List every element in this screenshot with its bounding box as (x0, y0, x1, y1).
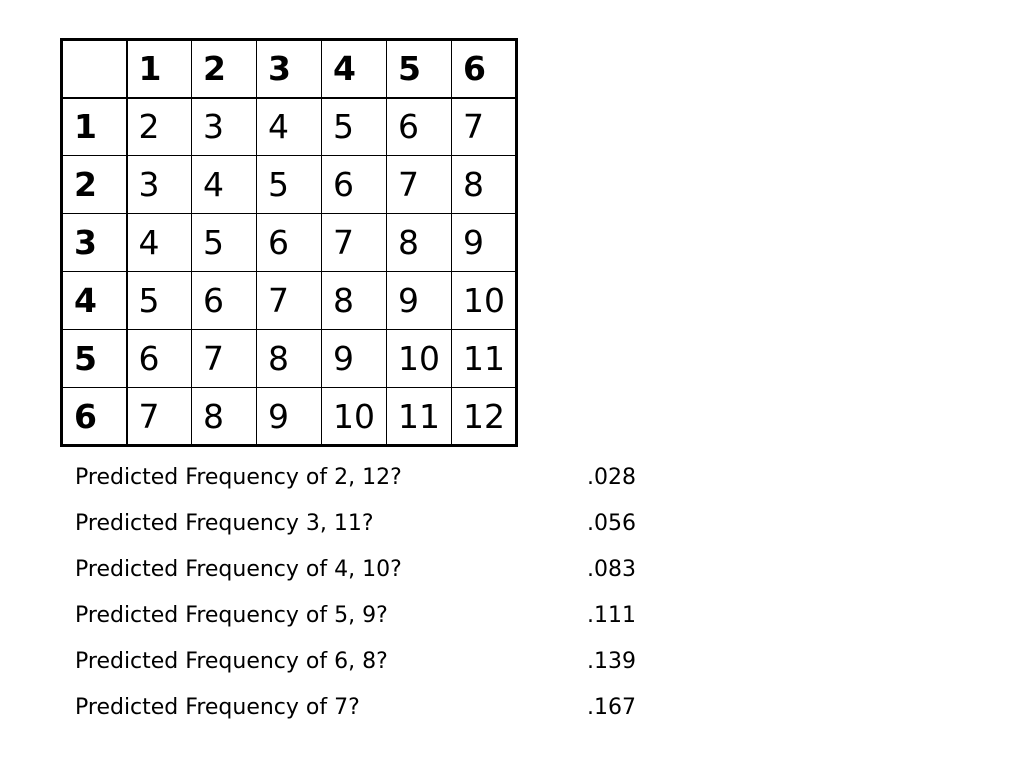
table-cell: 6 (191, 271, 257, 330)
frequency-question: Predicted Frequency of 5, 9? (75, 603, 388, 628)
frequency-value: .139 (587, 649, 636, 674)
frequency-question: Predicted Frequency of 6, 8? (75, 649, 388, 674)
column-header: 2 (191, 39, 257, 99)
table-cell: 4 (126, 213, 192, 272)
frequency-question: Predicted Frequency of 2, 12? (75, 465, 402, 490)
table-cell: 8 (321, 271, 387, 330)
column-header: 5 (386, 39, 452, 99)
table-cell: 5 (256, 155, 322, 214)
frequency-value: .028 (587, 465, 636, 490)
frequency-value: .083 (587, 557, 636, 582)
table-cell: 11 (386, 387, 452, 446)
table-cell: 9 (256, 387, 322, 446)
frequency-question: Predicted Frequency of 4, 10? (75, 557, 402, 582)
table-row: 3 4 5 6 7 8 9 (61, 213, 517, 272)
frequency-row: Predicted Frequency of 6, 8? .139 (75, 642, 675, 688)
table-row: 2 3 4 5 6 7 8 (61, 155, 517, 214)
table-cell: 8 (451, 155, 517, 214)
frequency-row: Predicted Frequency of 5, 9? .111 (75, 596, 675, 642)
table-cell: 5 (191, 213, 257, 272)
table-cell: 6 (256, 213, 322, 272)
row-header: 1 (61, 97, 128, 156)
table-cell: 4 (191, 155, 257, 214)
table-cell: 8 (386, 213, 452, 272)
row-header: 2 (61, 155, 128, 214)
row-header: 5 (61, 329, 128, 388)
table-cell: 8 (191, 387, 257, 446)
table-row: 1 2 3 4 5 6 7 (61, 97, 517, 156)
table-cell: 6 (386, 97, 452, 156)
table-row: 5 6 7 8 9 10 11 (61, 329, 517, 388)
table-cell: 10 (451, 271, 517, 330)
table-cell: 3 (126, 155, 192, 214)
predicted-frequency-list: Predicted Frequency of 2, 12? .028 Predi… (75, 458, 675, 734)
table-cell: 5 (321, 97, 387, 156)
frequency-row: Predicted Frequency 3, 11? .056 (75, 504, 675, 550)
frequency-row: Predicted Frequency of 4, 10? .083 (75, 550, 675, 596)
frequency-question: Predicted Frequency of 7? (75, 695, 360, 720)
table-row: 6 7 8 9 10 11 12 (61, 387, 517, 446)
table-cell: 9 (451, 213, 517, 272)
table-cell: 9 (386, 271, 452, 330)
frequency-value: .111 (587, 603, 636, 628)
row-header: 6 (61, 387, 128, 446)
table-cell: 7 (451, 97, 517, 156)
table-corner-cell (61, 39, 128, 99)
table-cell: 7 (386, 155, 452, 214)
frequency-value: .167 (587, 695, 636, 720)
table-cell: 6 (321, 155, 387, 214)
table-cell: 10 (386, 329, 452, 388)
column-header: 1 (126, 39, 192, 99)
table-cell: 8 (256, 329, 322, 388)
table-cell: 7 (321, 213, 387, 272)
table-cell: 12 (451, 387, 517, 446)
table-cell: 7 (126, 387, 192, 446)
column-header: 3 (256, 39, 322, 99)
frequency-row: Predicted Frequency of 7? .167 (75, 688, 675, 734)
table-cell: 2 (126, 97, 192, 156)
row-header: 4 (61, 271, 128, 330)
table-cell: 3 (191, 97, 257, 156)
column-header: 6 (451, 39, 517, 99)
frequency-question: Predicted Frequency 3, 11? (75, 511, 374, 536)
table-cell: 10 (321, 387, 387, 446)
table-cell: 9 (321, 329, 387, 388)
table-cell: 7 (191, 329, 257, 388)
table-row: 4 5 6 7 8 9 10 (61, 271, 517, 330)
table-cell: 7 (256, 271, 322, 330)
frequency-value: .056 (587, 511, 636, 536)
table-cell: 6 (126, 329, 192, 388)
table-header-row: 1 2 3 4 5 6 (61, 39, 517, 99)
dice-sum-table: 1 2 3 4 5 6 1 2 3 4 5 6 7 2 3 4 5 6 7 8 … (60, 38, 518, 447)
frequency-row: Predicted Frequency of 2, 12? .028 (75, 458, 675, 504)
column-header: 4 (321, 39, 387, 99)
table-cell: 11 (451, 329, 517, 388)
row-header: 3 (61, 213, 128, 272)
table-cell: 5 (126, 271, 192, 330)
table-cell: 4 (256, 97, 322, 156)
